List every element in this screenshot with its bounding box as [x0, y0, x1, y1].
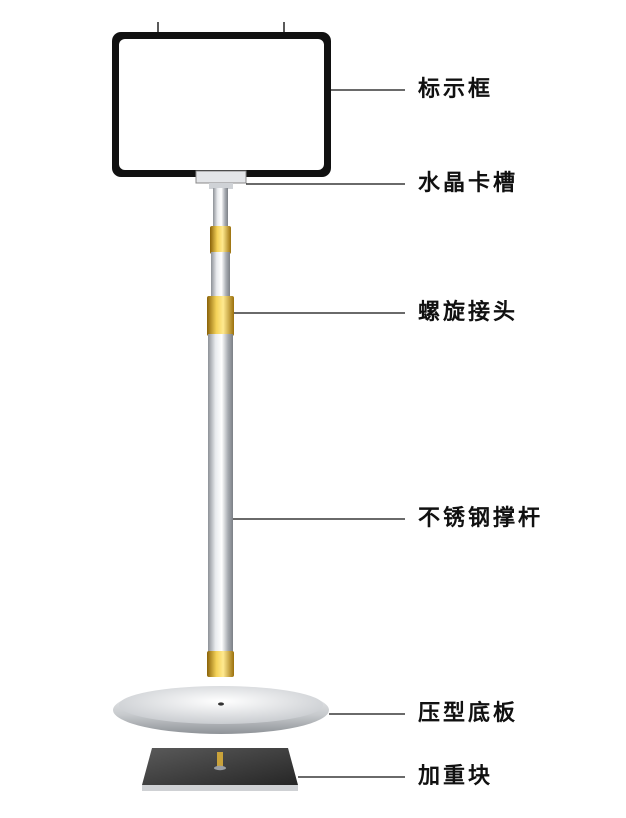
- label-crystal-slot: 水晶卡槽: [418, 171, 519, 196]
- base-plate-hole: [218, 702, 224, 706]
- sign-frame: [112, 22, 331, 177]
- weight-block-edge: [142, 785, 298, 791]
- crystal-slot: [195, 170, 247, 184]
- pole-foot-joint: [207, 651, 234, 677]
- weight-block-part: [142, 748, 298, 791]
- crystal-slot-part: [195, 170, 247, 189]
- label-screw-joint: 螺旋接头: [418, 300, 519, 325]
- label-base-plate: 压型底板: [418, 701, 519, 726]
- crystal-slot-mount: [209, 183, 233, 189]
- label-weight-block: 加重块: [418, 764, 494, 789]
- screw-joint-upper: [210, 226, 231, 254]
- base-plate-part: [113, 686, 329, 734]
- pole-top-section: [213, 188, 228, 228]
- label-frame: 标示框: [418, 77, 494, 102]
- pole-mid-section: [211, 252, 230, 298]
- label-steel-pole: 不锈钢撑杆: [418, 506, 544, 531]
- screw-joint-lower: [207, 296, 234, 336]
- weight-block-bolt: [217, 752, 223, 768]
- telescopic-pole: [207, 188, 234, 677]
- frame-panel: [119, 39, 324, 170]
- weight-block-bolt-washer: [214, 765, 226, 771]
- pole-main-section: [208, 334, 233, 654]
- leader-lines: [233, 89, 405, 778]
